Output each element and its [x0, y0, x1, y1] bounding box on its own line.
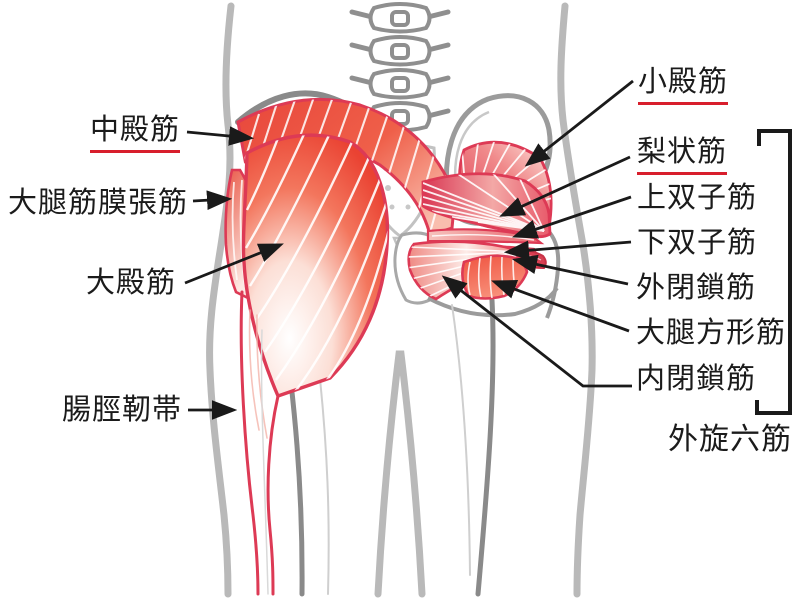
label-iliotibial-band: 腸脛靭帯 — [61, 392, 182, 426]
lumbar-spine — [349, 2, 451, 131]
label-gluteus-maximus: 大殿筋 — [85, 265, 176, 299]
leader-obturator-internus — [441, 275, 632, 388]
torso-right-contour — [557, 2, 596, 598]
body-outline — [206, 2, 596, 598]
label-gluteus-minimus: 小殿筋 — [638, 65, 729, 105]
label-obturator-externus: 外閉鎖筋 — [636, 270, 757, 304]
leader-gluteus-maximus — [184, 243, 284, 285]
rotator-group-bracket — [755, 129, 792, 415]
torso-left-contour — [206, 2, 235, 598]
leader-tensor-fasciae-latae — [192, 190, 233, 210]
quadratus-femoris-muscle — [461, 254, 529, 300]
label-inferior-gemellus: 下双子筋 — [637, 225, 758, 259]
inner-thigh-contours — [374, 350, 426, 598]
leader-quadratus-femoris — [491, 280, 630, 333]
gluteus-maximus-muscle — [241, 133, 390, 399]
label-tensor-fasciae-latae: 大腿筋膜張筋 — [7, 185, 188, 219]
leader-gluteus-medius — [186, 126, 255, 146]
leader-piriformis — [499, 155, 631, 217]
leader-inferior-gemellus — [503, 240, 632, 261]
label-piriformis: 梨状筋 — [637, 135, 728, 175]
label-six-external-rotators: 外旋六筋 — [668, 422, 792, 457]
label-gluteus-medius: 中殿筋 — [89, 113, 180, 153]
leader-gluteus-minimus — [524, 79, 634, 167]
leader-superior-gemellus — [512, 195, 632, 239]
right-femur-bone — [475, 297, 496, 597]
iliotibial-band — [239, 290, 280, 596]
label-obturator-internus: 内閉鎖筋 — [636, 361, 757, 395]
label-superior-gemellus: 上双子筋 — [637, 180, 758, 214]
label-quadratus-femoris: 大腿方形筋 — [636, 315, 787, 349]
leader-obturator-externus — [511, 254, 629, 286]
leader-lines — [184, 79, 634, 420]
